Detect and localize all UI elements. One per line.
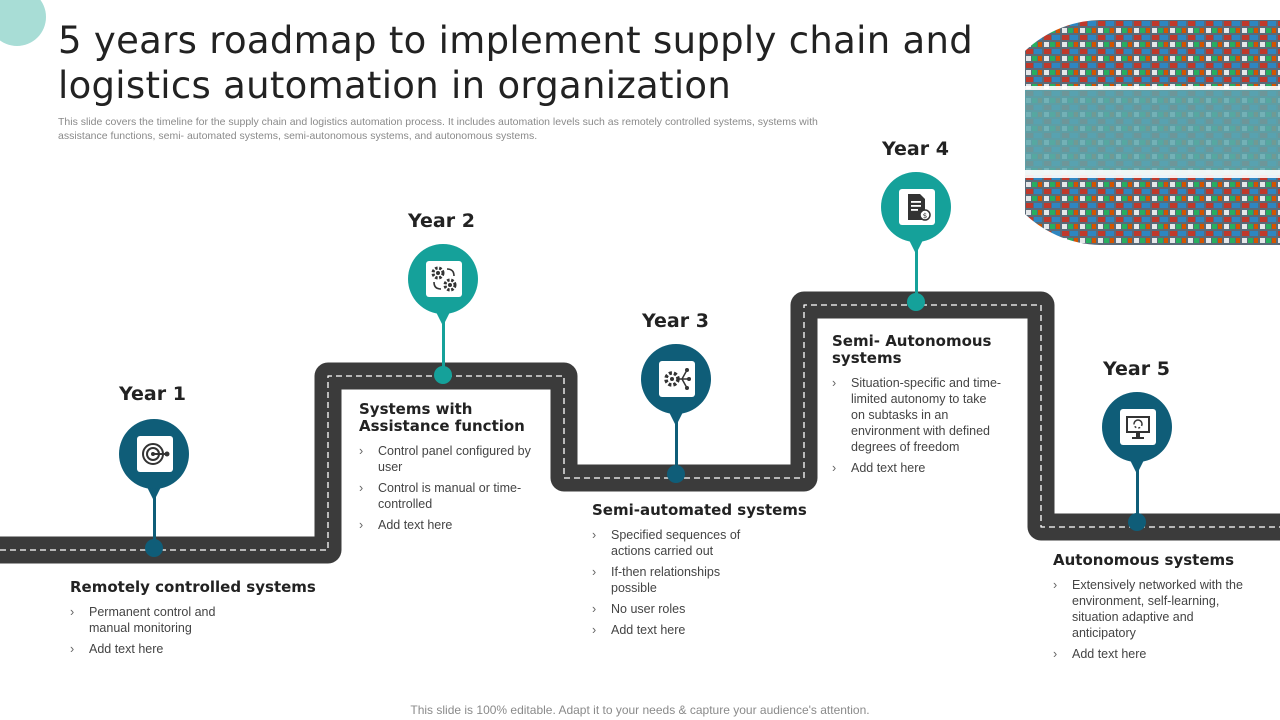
milestone-1-block: Remotely controlled systems Permanent co… [70, 579, 330, 662]
milestone-2-bullet: Control is manual or time-controlled [359, 480, 539, 512]
milestone-3-block: Semi-automated systems Specified sequenc… [592, 502, 822, 643]
year-5-label: Year 5 [1103, 358, 1170, 380]
document-dollar-icon: $ [899, 189, 935, 225]
year-4-pin: $ [881, 172, 951, 312]
milestone-3-bullet: Specified sequences of actions carried o… [592, 527, 767, 559]
year-3-label: Year 3 [642, 310, 709, 332]
year-3-pin [641, 344, 711, 486]
milestone-3-bullet: Add text here [592, 622, 767, 638]
svg-text:$: $ [923, 212, 927, 220]
target-icon [137, 436, 173, 472]
milestone-4-bullet: Situation-specific and time-limited auto… [832, 375, 1002, 455]
year-5-pin [1102, 392, 1172, 532]
gears-cycle-icon [426, 261, 462, 297]
milestone-2-heading: Systems with Assistance function [359, 400, 525, 435]
milestone-1-bullet: Add text here [70, 641, 240, 657]
milestone-3-bullet: If-then relationships possible [592, 564, 767, 596]
year-1-label: Year 1 [119, 383, 186, 405]
gear-network-icon [659, 361, 695, 397]
milestone-5-heading: Autonomous systems [1053, 551, 1235, 569]
milestone-5-bullet: Add text here [1053, 646, 1253, 662]
milestone-5-bullet: Extensively networked with the environme… [1053, 577, 1253, 641]
milestone-4-bullet: Add text here [832, 460, 1002, 476]
year-4-label: Year 4 [882, 138, 949, 160]
milestone-3-heading: Semi-automated systems [592, 501, 807, 519]
milestone-2-bullet: Add text here [359, 517, 539, 533]
milestone-2-bullet: Control panel configured by user [359, 443, 539, 475]
footer-note: This slide is 100% editable. Adapt it to… [410, 703, 870, 717]
milestone-2-block: Systems with Assistance function Control… [359, 401, 539, 538]
year-2-pin [408, 244, 478, 384]
milestone-1-heading: Remotely controlled systems [70, 578, 316, 596]
milestone-4-heading: Semi- Autonomous systems [832, 332, 992, 367]
milestone-5-block: Autonomous systems Extensively networked… [1053, 552, 1268, 667]
milestone-3-bullet: No user roles [592, 601, 767, 617]
year-1-pin [119, 419, 189, 559]
page-title: 5 years roadmap to implement supply chai… [58, 19, 974, 107]
page-subtitle: This slide covers the timeline for the s… [58, 116, 818, 142]
container-port-image [1025, 20, 1280, 245]
milestone-4-block: Semi- Autonomous systems Situation-speci… [832, 333, 1017, 481]
year-2-label: Year 2 [408, 210, 475, 232]
monitor-icon [1120, 409, 1156, 445]
milestone-1-bullet: Permanent control and manual monitoring [70, 604, 240, 636]
